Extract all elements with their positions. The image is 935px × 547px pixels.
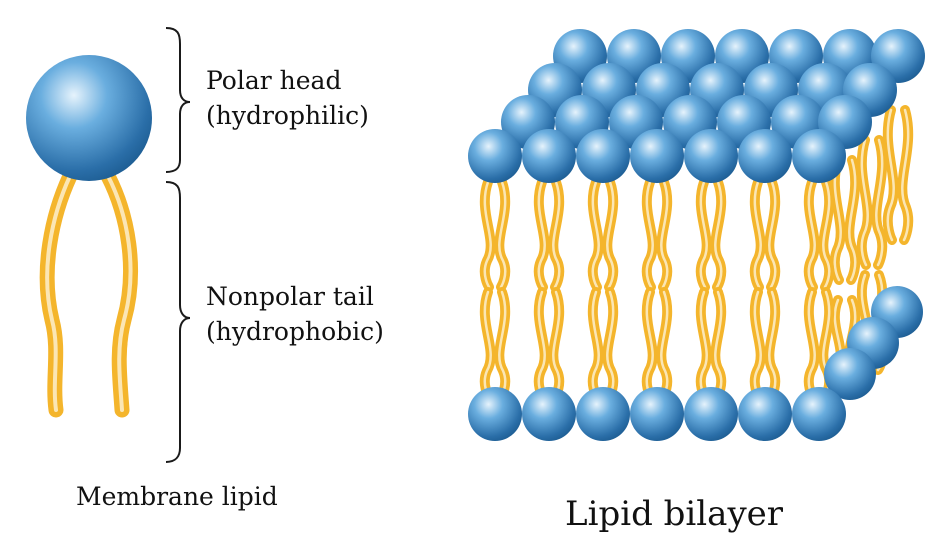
tail-strand-highlight [833,158,842,282]
tail-strand-highlight [537,180,546,289]
tail-pair [533,177,565,292]
tail-strand-highlight [699,180,708,289]
head-sphere [576,387,630,441]
polar-head-bracket [165,27,191,173]
nonpolar-tail-label: Nonpolar tail [206,282,374,311]
lipid-bilayer-label: Lipid bilayer [565,494,784,534]
tail-strand-highlight [660,180,669,289]
tail-strand-highlight [807,180,816,289]
head-sphere [738,129,792,183]
tail-pair [479,177,511,292]
nonpolar-tail-bracket [165,181,191,463]
tail-pair [749,177,781,292]
polar-head-label: Polar head [206,66,341,95]
head-sphere [630,387,684,441]
tail-strand-highlight [860,138,869,267]
lipid-bilayer-figure [468,29,925,441]
head-sphere [684,129,738,183]
tail-pair [695,287,727,402]
head-sphere [630,129,684,183]
top-head-grid [468,29,925,183]
tail-pair [587,177,619,292]
tail-pair [856,135,888,270]
polar-head-note: (hydrophilic) [206,101,369,130]
head-sphere [522,129,576,183]
head-sphere [468,387,522,441]
tail-strand-highlight [645,180,654,289]
head-sphere [792,129,846,183]
tail-strand-highlight [753,180,762,289]
head-sphere [824,348,876,400]
tail-strand-highlight [901,108,910,242]
head-sphere [684,387,738,441]
head-sphere [792,387,846,441]
head-sphere [468,129,522,183]
tail-pair [587,287,619,402]
tail-strand-highlight [606,180,615,289]
nonpolar-tail-note: (hydrophobic) [206,317,384,346]
tail-strand-highlight [848,158,857,282]
tail-strand-highlight [714,180,723,289]
tail-pair [695,177,727,292]
side-head-row [824,286,923,400]
head-sphere [522,387,576,441]
lipid-tail-pair [39,168,139,418]
tail-strand-highlight [875,138,884,267]
tail-strand-highlight [591,180,600,289]
tail-pair [479,287,511,402]
tail-strand-highlight [498,180,507,289]
tail-pair [641,287,673,402]
head-sphere [576,129,630,183]
tail-strand-highlight [483,180,492,289]
tail-strand-highlight [552,180,561,289]
tail-strand-highlight [768,180,777,289]
tail-pair [803,177,835,292]
polar-head-sphere [26,55,152,181]
tail-strand-highlight [822,180,831,289]
tail-strand-highlight [886,108,895,242]
membrane-lipid-label: Membrane lipid [76,482,278,511]
tail-pair [882,105,914,245]
tail-pair [829,155,861,285]
front-tail-region [479,177,835,402]
tail-pair [641,177,673,292]
tail-pair [533,287,565,402]
head-sphere [738,387,792,441]
bottom-head-row [468,387,846,441]
tail-pair [749,287,781,402]
membrane-lipid-figure [26,55,152,418]
